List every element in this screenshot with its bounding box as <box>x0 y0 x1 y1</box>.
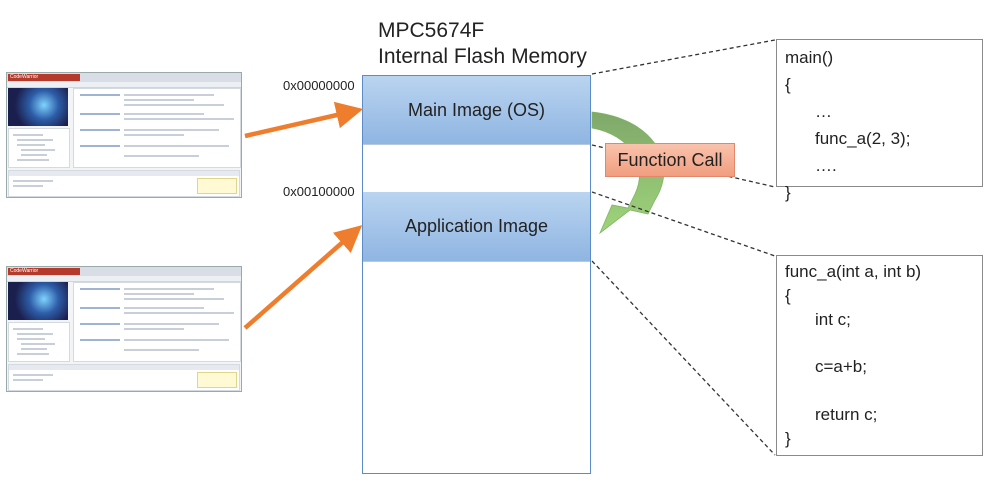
code-line: func_a(int a, int b) <box>785 262 922 281</box>
code-line: func_a(2, 3); <box>815 129 911 148</box>
ide-screenshot-thumbnail-top: CodeWarrior freescale <box>6 72 242 198</box>
application-image-label: Application Image <box>404 216 549 236</box>
code-line: return c; <box>815 404 878 424</box>
code-line: … <box>815 102 832 121</box>
application-image-block: Application Image <box>363 192 590 261</box>
leader-func-bottom <box>591 260 776 456</box>
ide-banner-image: freescale <box>8 88 68 135</box>
memory-divider <box>363 261 590 262</box>
flash-memory-map: Main Image (OS) Application Image <box>362 75 591 474</box>
ide-banner-image: freescale <box>8 282 68 329</box>
leader-func-top <box>591 191 776 257</box>
code-line <box>785 331 982 355</box>
main-image-label: Main Image (OS) <box>407 99 546 120</box>
address-app: 0x00100000 <box>283 184 355 199</box>
code-line: main() <box>785 48 834 67</box>
code-line <box>785 379 982 403</box>
code-line: } <box>785 183 791 202</box>
main-image-block: Main Image (OS) <box>363 76 590 144</box>
ide-brand-label: CodeWarrior <box>8 74 80 81</box>
address-main: 0x00000000 <box>283 78 355 93</box>
ide-screenshot-thumbnail-bottom: CodeWarrior freescale <box>6 266 242 392</box>
ide-brand-label: CodeWarrior <box>8 268 80 275</box>
memory-title-line2: Internal Flash Memory <box>378 45 587 68</box>
leader-main-top <box>591 39 776 75</box>
code-line: int c; <box>815 309 851 329</box>
code-line: } <box>785 428 791 448</box>
code-box-func-a: func_a(int a, int b) { int c; c=a+b; ret… <box>776 255 983 456</box>
code-line: { <box>785 285 791 305</box>
code-line: …. <box>815 156 837 175</box>
memory-title-line1: MPC5674F <box>378 19 485 42</box>
arrow-main-image <box>244 101 364 139</box>
arrow-application-image <box>243 225 363 330</box>
code-line: c=a+b; <box>815 357 867 377</box>
function-call-label: Function Call <box>605 143 735 177</box>
memory-divider <box>363 144 590 145</box>
code-line: { <box>785 75 791 94</box>
code-box-main: main() { … func_a(2, 3); …. } <box>776 39 983 202</box>
